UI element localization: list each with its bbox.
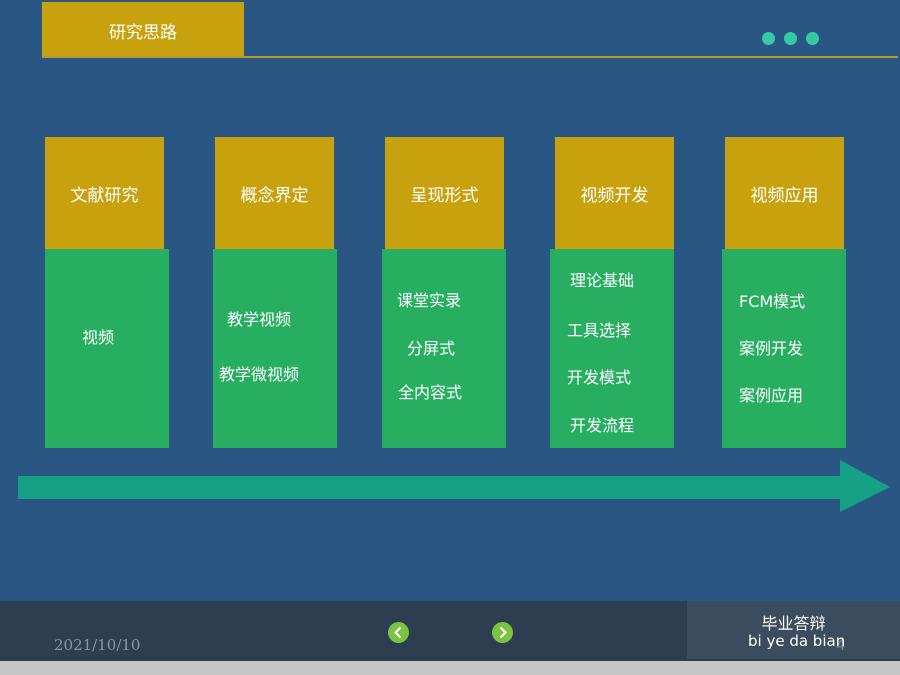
- header-divider: [42, 56, 898, 58]
- footer-date: 2021/10/10: [54, 636, 141, 654]
- column-heading-concept: 概念界定: [215, 137, 334, 249]
- dot-icon: [762, 32, 775, 45]
- page-title: 研究思路: [42, 2, 244, 58]
- chevron-right-icon: [499, 626, 507, 639]
- column-body-application: FCM模式 案例开发 案例应用: [722, 249, 846, 448]
- list-item: FCM模式: [739, 292, 806, 311]
- list-item: 教学微视频: [219, 365, 300, 384]
- dot-icon: [784, 32, 797, 45]
- column-heading-development: 视频开发: [555, 137, 674, 249]
- list-item: 案例应用: [739, 386, 804, 405]
- column-heading-application: 视频应用: [725, 137, 844, 249]
- column-body-concept: 教学视频 教学微视频: [213, 249, 337, 448]
- column-heading-presentation: 呈现形式: [385, 137, 504, 249]
- list-item: 工具选择: [567, 321, 632, 340]
- list-item: 案例开发: [739, 339, 804, 358]
- list-item: 分屏式: [407, 339, 456, 358]
- page-number: 4: [836, 636, 846, 654]
- list-item: 课堂实录: [397, 291, 462, 310]
- column-body-development: 理论基础 工具选择 开发模式 开发流程: [550, 249, 674, 448]
- list-item: 理论基础: [570, 271, 635, 290]
- decorative-dots: [762, 32, 819, 45]
- bottom-strip: [0, 661, 900, 675]
- list-item: 视频: [82, 328, 115, 347]
- footer-title: 毕业答辩: [761, 614, 826, 633]
- timeline-arrow: [18, 460, 890, 512]
- list-item: 教学视频: [227, 310, 292, 329]
- footer-info-box: [687, 601, 900, 659]
- column-body-literature: 视频: [45, 249, 169, 448]
- column-heading-literature: 文献研究: [45, 137, 164, 249]
- previous-slide-button[interactable]: [388, 622, 409, 643]
- dot-icon: [806, 32, 819, 45]
- column-body-presentation: 课堂实录 分屏式 全内容式: [382, 249, 506, 448]
- list-item: 全内容式: [398, 383, 463, 402]
- next-slide-button[interactable]: [492, 622, 513, 643]
- list-item: 开发流程: [570, 416, 635, 435]
- footer-subtitle: bi ye da bian: [748, 632, 846, 650]
- chevron-left-icon: [394, 626, 402, 639]
- list-item: 开发模式: [567, 368, 632, 387]
